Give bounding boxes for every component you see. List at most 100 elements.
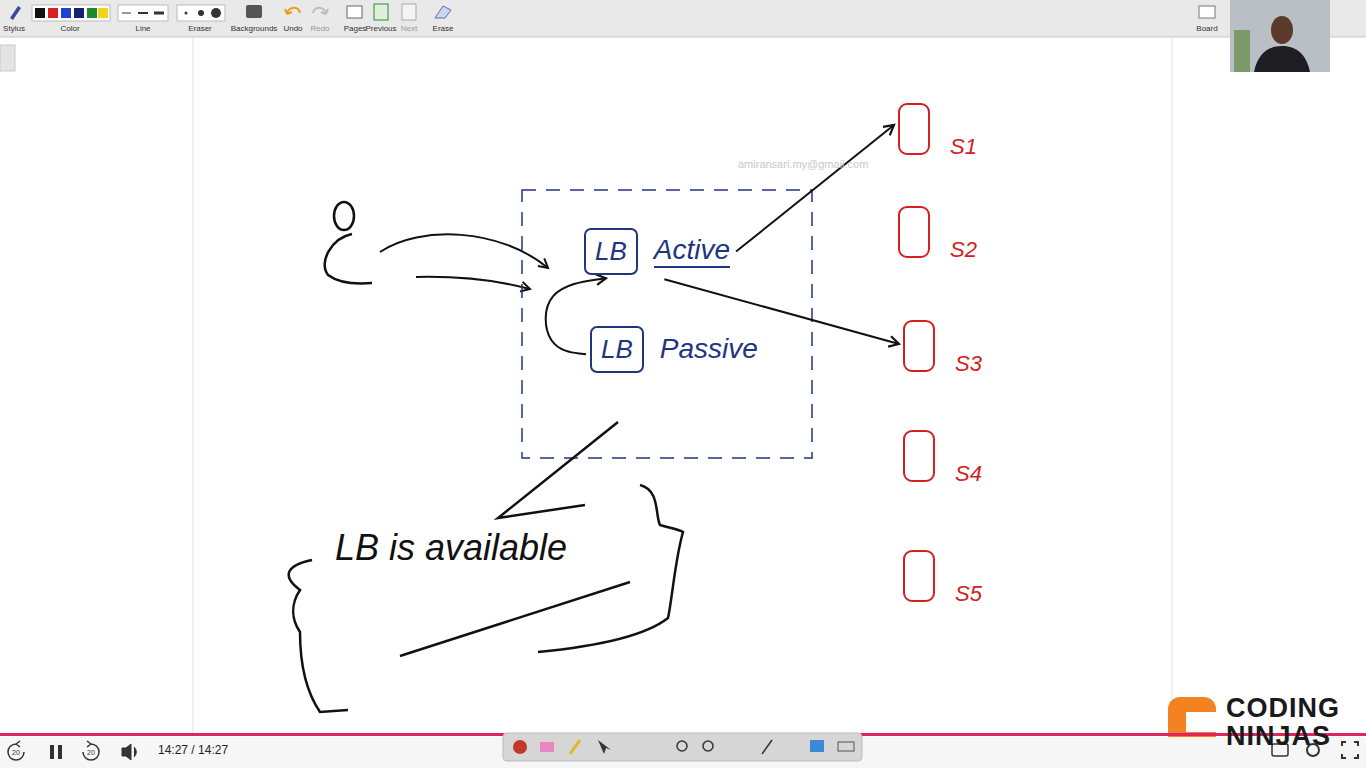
lb-state: Passive xyxy=(660,334,758,365)
tool-icon xyxy=(540,742,554,752)
load-balancer-node: LB Passive xyxy=(590,326,758,373)
webcam-face xyxy=(1271,16,1293,44)
request-arrow xyxy=(416,277,530,289)
server-box xyxy=(898,206,930,258)
lb-box: LB xyxy=(584,228,638,275)
tool-label: Backgrounds xyxy=(231,25,278,34)
toolbar xyxy=(0,0,1366,37)
brace xyxy=(538,485,683,652)
lb-pair-region xyxy=(522,190,812,458)
tool-label: Line xyxy=(135,25,150,34)
tool-icon xyxy=(677,741,687,751)
server-node: S1 xyxy=(898,103,977,159)
server-node: S3 xyxy=(903,320,982,376)
tool-label: Board xyxy=(1196,25,1217,34)
tool-label: Next xyxy=(401,25,417,34)
line-tray xyxy=(118,5,168,21)
tool-label: Eraser xyxy=(188,25,212,34)
color-swatch xyxy=(98,8,108,18)
color-swatch xyxy=(87,8,97,18)
server-label: S3 xyxy=(955,352,982,376)
tool-icon xyxy=(703,741,713,751)
board-edge xyxy=(193,38,194,734)
tool-icon xyxy=(838,742,854,751)
tool-label: Previous xyxy=(365,25,396,34)
tool-icon xyxy=(570,740,580,754)
forward-icon xyxy=(83,741,99,760)
tool-label: Color xyxy=(60,25,79,34)
server-node: S4 xyxy=(903,430,982,486)
request-arrow xyxy=(380,234,548,268)
tool-label: Erase xyxy=(433,25,454,34)
tool-label: Pages xyxy=(344,25,367,34)
skip-seconds: 20 xyxy=(12,749,20,757)
pause-icon xyxy=(58,745,62,759)
redo-icon xyxy=(313,8,328,14)
client-body xyxy=(325,234,372,283)
load-balancer-node: LB Active xyxy=(584,228,730,275)
server-label: S5 xyxy=(955,582,982,606)
lb-state: Active xyxy=(654,235,730,268)
tool-icon xyxy=(762,740,772,754)
draw-toolbar xyxy=(503,733,862,761)
webcam-plant xyxy=(1234,30,1250,72)
board-icon xyxy=(1199,6,1215,18)
color-swatch xyxy=(74,8,84,18)
server-label: S4 xyxy=(955,462,982,486)
server-node: S2 xyxy=(898,206,977,262)
volume-icon xyxy=(122,744,136,760)
tool-label: Redo xyxy=(310,25,329,34)
connector-arrow xyxy=(736,125,894,252)
brace xyxy=(289,560,348,712)
note-text: LB is available xyxy=(335,528,567,568)
webcam-person xyxy=(1254,46,1310,72)
watermark: amiransari.my@gmail.com xyxy=(738,158,868,170)
color-swatch xyxy=(61,8,71,18)
toolbar-border xyxy=(0,37,1366,38)
server-box xyxy=(903,550,935,602)
server-label: S1 xyxy=(950,135,977,159)
server-label: S2 xyxy=(950,238,977,262)
rewind-icon xyxy=(8,741,24,760)
line-sample xyxy=(138,12,148,14)
webcam-frame xyxy=(1230,0,1330,72)
color-swatch xyxy=(48,8,58,18)
timestamp: 14:27 / 14:27 xyxy=(158,744,228,757)
lb-box: LB xyxy=(590,326,644,373)
fullscreen-icon xyxy=(1342,742,1358,758)
server-node: S5 xyxy=(903,550,982,606)
connector-arrow xyxy=(546,278,606,354)
tool-label: Stylus xyxy=(3,25,25,34)
logo-cut xyxy=(1186,712,1216,732)
board-edge xyxy=(1172,38,1173,734)
line-sample xyxy=(122,13,131,14)
server-box xyxy=(898,103,930,155)
color-tray xyxy=(32,5,110,21)
skip-seconds: 20 xyxy=(87,749,95,757)
erase-icon xyxy=(435,6,451,18)
eraser-size xyxy=(198,10,204,16)
eraser-tray xyxy=(177,5,225,21)
pause-icon xyxy=(50,745,54,759)
note-arrow xyxy=(498,422,618,518)
next-icon xyxy=(402,4,416,20)
backgrounds-icon xyxy=(246,5,262,18)
logo-text: CODING xyxy=(1226,694,1340,724)
eraser-size xyxy=(211,8,221,18)
note-stroke xyxy=(400,582,630,656)
client-head xyxy=(334,202,354,230)
side-tab xyxy=(0,45,15,71)
tool-icon xyxy=(810,740,824,752)
eraser-size xyxy=(185,12,188,15)
server-box xyxy=(903,320,935,372)
stylus-icon xyxy=(10,6,21,20)
tool-icon xyxy=(513,740,527,754)
pages-icon xyxy=(347,6,362,18)
previous-icon xyxy=(374,4,388,20)
tool-icon xyxy=(598,740,611,754)
line-sample xyxy=(154,12,164,15)
logo-text: NINJAS xyxy=(1226,722,1331,752)
